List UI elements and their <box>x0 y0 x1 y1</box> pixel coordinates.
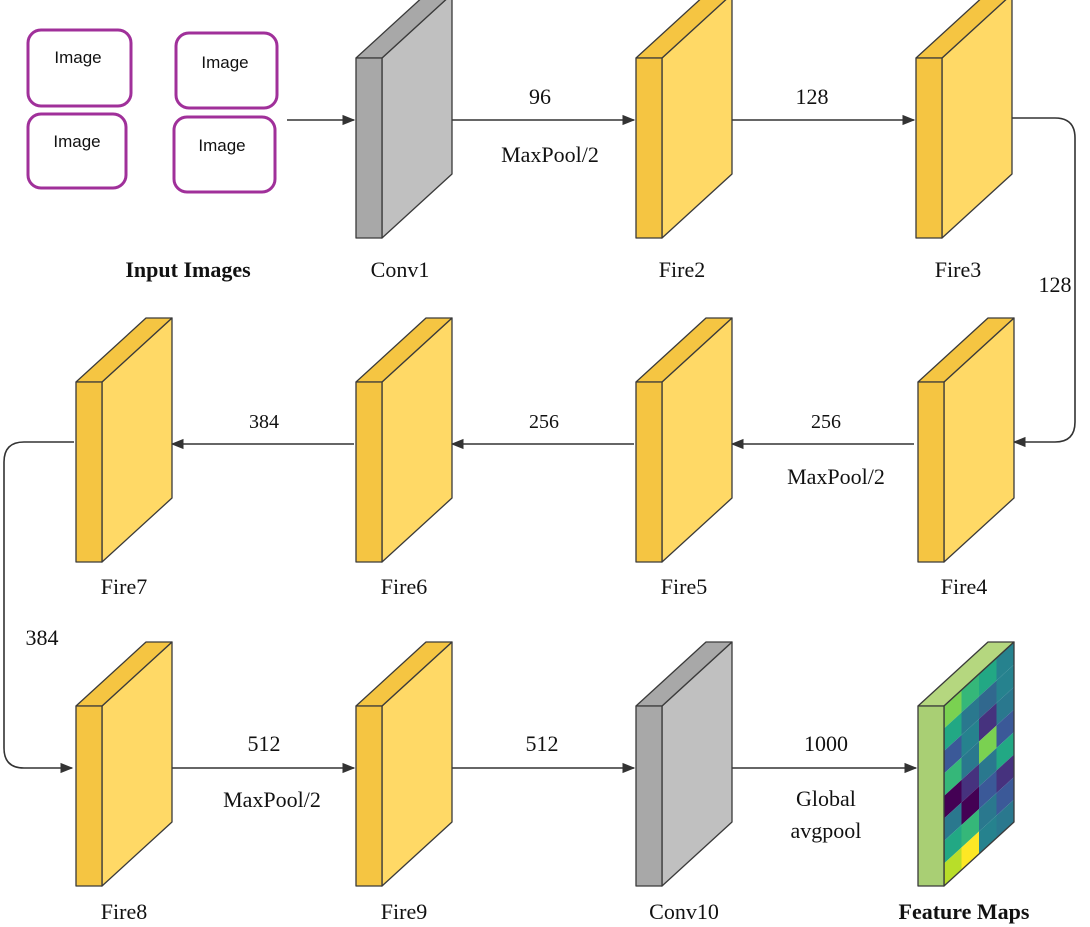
layer-caption-fire7: Fire7 <box>101 574 147 599</box>
feature-maps-cell <box>944 780 962 819</box>
feature-maps-cell <box>944 847 962 886</box>
feature-maps-cell <box>944 757 962 796</box>
input-image-tile-3 <box>26 112 128 190</box>
layer-block-conv10 <box>635 641 733 887</box>
layer-block-front-fire4 <box>917 381 945 563</box>
layer-caption-fire2: Fire2 <box>659 257 705 282</box>
layer-block-conv1 <box>355 0 453 239</box>
layer-caption-fire4: Fire4 <box>941 574 987 599</box>
feature-maps-cell <box>961 696 979 735</box>
feature-maps-cell <box>979 793 997 832</box>
layer-block-front-conv10 <box>635 705 663 887</box>
layer-block-front-fire8 <box>75 705 103 887</box>
layer-caption-fire3: Fire3 <box>935 257 981 282</box>
input-image-label-3: Image <box>53 132 100 151</box>
layer-block-fire2 <box>635 0 733 239</box>
layer-block-fire9 <box>355 641 453 887</box>
edge-label-fire4-fire5-channels: 256 <box>811 411 841 433</box>
feature-maps-cell <box>996 754 1014 793</box>
layer-block-front-fire3 <box>915 57 943 239</box>
feature-maps-cell <box>961 674 979 713</box>
layer-block-front-fire7 <box>75 381 103 563</box>
input-image-tile-2 <box>174 31 279 110</box>
input-images-group: Image Image Image Image Input Images <box>26 28 279 282</box>
feature-maps-heatmap-face <box>944 642 1014 886</box>
edge-label-conv10-features-channels: 1000 <box>804 731 848 756</box>
edge-label-fire7-fire8-channels: 384 <box>26 625 59 650</box>
feature-maps-block <box>917 641 1015 887</box>
feature-maps-cell <box>944 690 962 729</box>
input-image-label-1: Image <box>54 48 101 67</box>
feature-maps-cell <box>944 825 962 864</box>
feature-maps-cell <box>996 799 1014 838</box>
feature-maps-cell <box>996 664 1014 703</box>
edge-label-fire2-fire3-channels: 128 <box>796 84 829 109</box>
feature-maps-cell <box>961 764 979 803</box>
feature-maps-cell <box>996 642 1014 681</box>
layer-caption-fire9: Fire9 <box>381 899 427 924</box>
layer-caption-fire8: Fire8 <box>101 899 147 924</box>
layer-caption-fire5: Fire5 <box>661 574 707 599</box>
input-image-tile-1 <box>26 28 133 108</box>
feature-maps-cell <box>979 815 997 854</box>
feature-maps-cell <box>944 802 962 841</box>
edge-label-fire3-fire4-channels: 128 <box>1039 272 1072 297</box>
feature-maps-cell <box>961 809 979 848</box>
layer-block-fire7 <box>75 317 173 563</box>
feature-maps-cell <box>996 732 1014 771</box>
layer-caption-fire6: Fire6 <box>381 574 427 599</box>
edge-label-fire6-fire7-channels: 384 <box>249 411 279 433</box>
feature-maps-caption: Feature Maps <box>899 899 1030 924</box>
feature-maps-cell <box>979 658 997 697</box>
layer-block-fire8 <box>75 641 173 887</box>
edge-label-fire4-fire5-op: MaxPool/2 <box>787 464 885 489</box>
arrow-fire3-fire4 <box>1012 117 1076 448</box>
feature-maps-cell <box>944 712 962 751</box>
layer-captions: Conv1 Fire2 Fire3 Fire4 Fire5 Fire6 Fire… <box>101 257 1030 924</box>
layer-caption-conv10: Conv10 <box>649 899 719 924</box>
layer-block-front-conv1 <box>355 57 383 239</box>
layer-block-fire5 <box>635 317 733 563</box>
feature-maps-cell <box>979 748 997 787</box>
feature-maps-front <box>917 705 945 887</box>
layer-block-front-fire9 <box>355 705 383 887</box>
edge-label-fire5-fire6-channels: 256 <box>529 411 559 433</box>
edge-label-fire8-fire9-op: MaxPool/2 <box>223 787 321 812</box>
edge-label-conv1-fire2-op: MaxPool/2 <box>501 142 599 167</box>
input-image-label-4: Image <box>198 136 245 155</box>
feature-maps-cell <box>979 703 997 742</box>
feature-maps-cell <box>996 777 1014 816</box>
feature-maps-cell <box>961 786 979 825</box>
layer-block-fire4 <box>917 317 1015 563</box>
layer-block-fire6 <box>355 317 453 563</box>
edge-label-conv10-features-op-line1: Global <box>796 786 856 811</box>
layer-blocks <box>75 0 1015 887</box>
feature-maps-cell <box>961 831 979 870</box>
feature-maps-cell <box>996 687 1014 726</box>
input-image-label-2: Image <box>201 53 248 72</box>
feature-maps-cell <box>979 680 997 719</box>
feature-maps-cell <box>979 725 997 764</box>
layer-block-front-fire2 <box>635 57 663 239</box>
layer-block-front-fire6 <box>355 381 383 563</box>
connectors <box>3 114 1076 774</box>
layer-block-front-fire5 <box>635 381 663 563</box>
input-images-caption: Input Images <box>125 257 251 282</box>
edge-label-conv1-fire2-channels: 96 <box>529 84 551 109</box>
feature-maps-cell <box>979 770 997 809</box>
feature-maps-cell <box>961 719 979 758</box>
layer-block-fire3 <box>915 0 1013 239</box>
feature-maps-cell <box>944 735 962 774</box>
edge-label-fire9-conv10-channels: 512 <box>526 731 559 756</box>
layer-caption-conv1: Conv1 <box>371 257 430 282</box>
feature-maps-cell <box>961 741 979 780</box>
edge-labels: 96 MaxPool/2 128 128 256 MaxPool/2 256 3… <box>26 84 1072 843</box>
edge-label-fire8-fire9-channels: 512 <box>248 731 281 756</box>
input-image-tile-4 <box>172 115 277 194</box>
feature-maps-cell <box>996 709 1014 748</box>
edge-label-conv10-features-op-line2: avgpool <box>791 818 862 843</box>
arrow-fire7-fire8 <box>3 441 74 774</box>
